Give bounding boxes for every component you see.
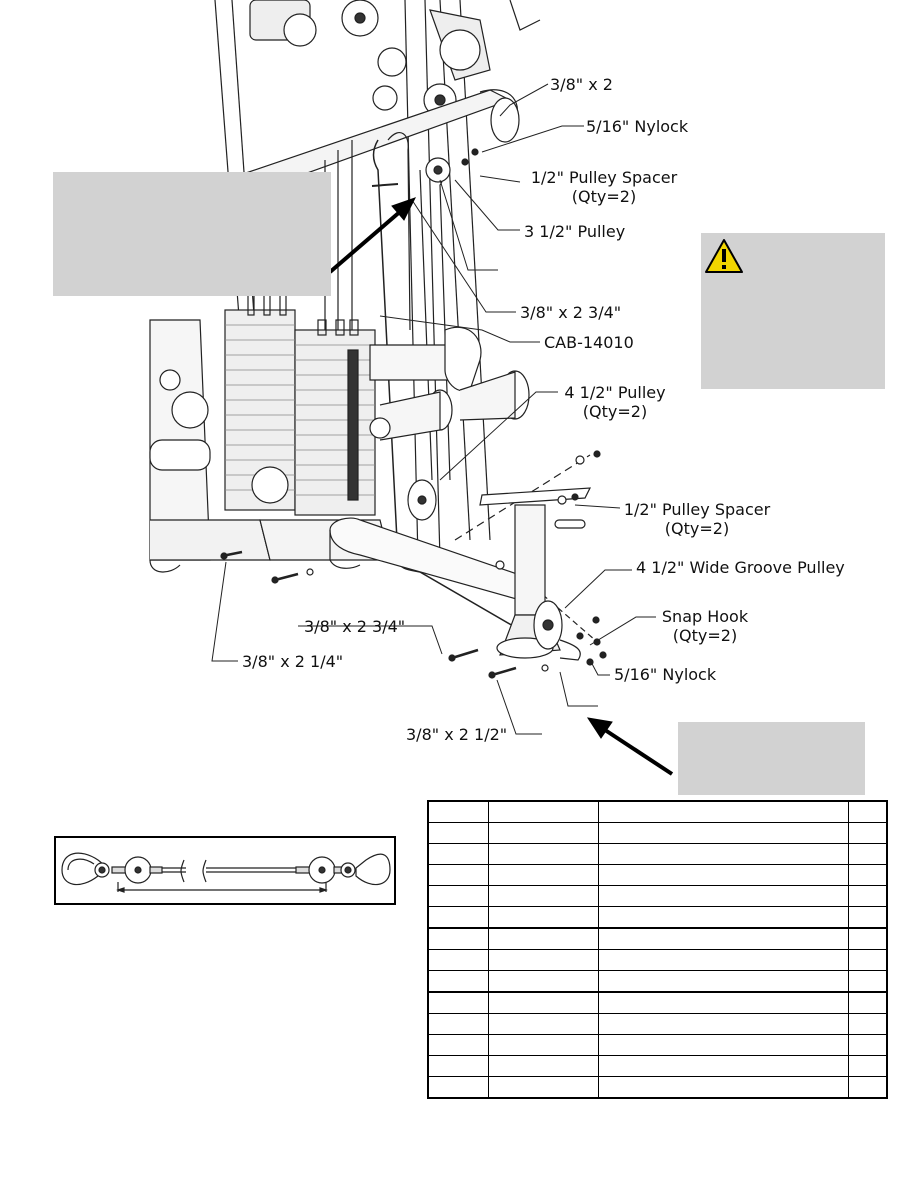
frame-upright-center xyxy=(404,0,419,561)
callout-3-5-pulley: 3 1/2" Pulley xyxy=(524,222,626,241)
callout-pulley-spacer-lower: 1/2" Pulley Spacer (Qty=2) xyxy=(620,500,774,538)
callout-pulley-spacer-top-qty: (Qty=2) xyxy=(571,187,637,206)
callout-nylock-lower: 5/16" Nylock xyxy=(614,665,717,684)
callout-wide-groove-pulley: 4 1/2" Wide Groove Pulley xyxy=(636,558,845,577)
callout-pulley-spacer-top: 1/2" Pulley Spacer (Qty=2) xyxy=(524,168,684,206)
table-row xyxy=(427,885,888,907)
table-row xyxy=(427,800,888,823)
callout-snap-hook: Snap Hook (Qty=2) xyxy=(656,607,754,645)
table-row xyxy=(427,991,888,1014)
callout-4-5-pulley-qty: (Qty=2) xyxy=(582,402,648,421)
table-row xyxy=(427,927,888,950)
callout-pulley-spacer-top-label: 1/2" Pulley Spacer xyxy=(530,168,678,187)
callout-pulley-spacer-lower-label: 1/2" Pulley Spacer xyxy=(623,500,771,519)
table-row xyxy=(427,1034,888,1056)
callout-bolt-2-75-upper: 3/8" x 2 3/4" xyxy=(520,303,622,322)
pointer-arrow-lower xyxy=(600,726,674,776)
pointer-arrow-upper xyxy=(328,208,404,274)
callout-nylock-top: 5/16" Nylock xyxy=(586,117,689,136)
callout-cable-part: CAB-14010 xyxy=(544,333,634,352)
table-row xyxy=(427,864,888,886)
table-row xyxy=(427,970,888,993)
note-box-upper-left xyxy=(53,172,331,296)
callout-snap-hook-qty: (Qty=2) xyxy=(672,626,738,645)
callout-snap-hook-label: Snap Hook xyxy=(661,607,749,626)
note-box-lower-right xyxy=(678,722,865,795)
warning-triangle-icon xyxy=(705,239,743,273)
table-row xyxy=(427,843,888,865)
assembly-diagram xyxy=(149,0,674,776)
cable-illustration xyxy=(61,852,391,893)
table-row xyxy=(427,1076,888,1099)
callout-bolt-2-5: 3/8" x 2 1/2" xyxy=(406,725,508,744)
callout-4-5-pulley: 4 1/2" Pulley (Qty=2) xyxy=(562,383,668,421)
table-row xyxy=(427,822,888,844)
cable-diagram-box xyxy=(54,836,396,905)
table-row xyxy=(427,1055,888,1077)
table-row xyxy=(427,906,888,929)
frame-upright-right xyxy=(439,0,471,541)
table-row xyxy=(427,1013,888,1035)
callout-4-5-pulley-label: 4 1/2" Pulley xyxy=(564,383,666,402)
callout-bolt-2-75-lower: 3/8" x 2 3/4" xyxy=(304,617,406,636)
snap-hook-right-icon xyxy=(355,853,391,886)
callout-bolt-2-25: 3/8" x 2 1/4" xyxy=(242,652,344,671)
callout-pulley-spacer-lower-qty: (Qty=2) xyxy=(664,519,730,538)
callout-bolt-3-8x2: 3/8" x 2 xyxy=(550,75,613,94)
table-row xyxy=(427,949,888,971)
parts-table xyxy=(427,800,888,1099)
